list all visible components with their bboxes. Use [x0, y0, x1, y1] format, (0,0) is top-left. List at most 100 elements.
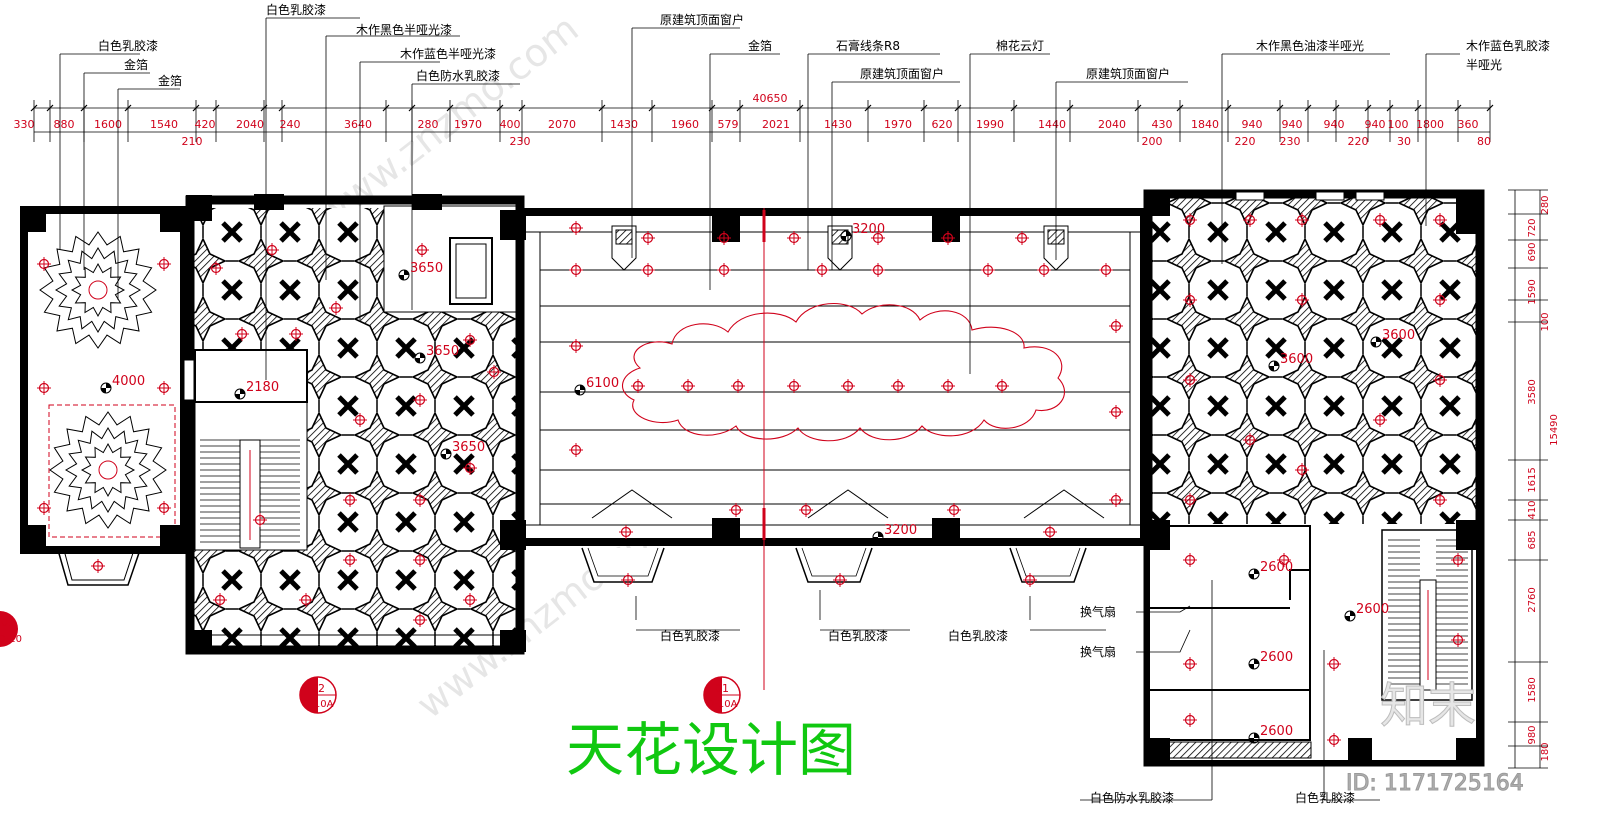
- ceiling-height: 6100: [586, 376, 619, 391]
- annotation-label: 白色防水乳胶漆: [416, 68, 500, 83]
- dimension-value: 880: [54, 118, 75, 131]
- dimension-value: 1970: [454, 118, 482, 131]
- dimension-value: 940: [1324, 118, 1345, 131]
- dimension-value: 1540: [150, 118, 178, 131]
- dimension-value: 690: [1527, 242, 1538, 261]
- star-medallion: [49, 411, 167, 529]
- dimension-value: 1600: [94, 118, 122, 131]
- ceiling-height: 2600: [1260, 650, 1293, 665]
- dimension-value: 1430: [824, 118, 852, 131]
- annotation-label: 换气扇: [1080, 604, 1116, 619]
- stair: [1388, 539, 1468, 691]
- dimension-value: 230: [1280, 135, 1301, 148]
- ceiling-height: 2600: [1356, 602, 1389, 617]
- ceiling-height: 4000: [112, 374, 145, 389]
- leader-lines: [59, 17, 1460, 801]
- ceiling-height: 3600: [1382, 328, 1415, 343]
- tiled-area-left: [185, 195, 525, 655]
- annotation-label: 金箔: [124, 57, 148, 72]
- annotation-label: 白色乳胶漆: [660, 628, 720, 643]
- dimension-value: 1590: [1527, 279, 1538, 304]
- ceiling-height: 3200: [852, 222, 885, 237]
- dimension-value: 420: [195, 118, 216, 131]
- top-dimension-chain: 40650 330 880 1600 1540 420 2040 240 3640 280 197…: [14, 92, 1494, 148]
- dimension-value: 430: [1152, 118, 1173, 131]
- annotation-label: 白色乳胶漆: [98, 38, 158, 53]
- dimension-value: 220: [1348, 135, 1369, 148]
- annotation-label: 木作黑色半哑光漆: [356, 23, 452, 37]
- dimension-value: 1615: [1527, 467, 1538, 492]
- annotation-label: 换气扇: [1080, 644, 1116, 659]
- dimension-value: 1580: [1527, 677, 1538, 702]
- dimension-value: 2760: [1527, 587, 1538, 612]
- dimension-value: 2040: [236, 118, 264, 131]
- dimension-value: 30: [1397, 135, 1411, 148]
- drawing-title: 天花设计图: [566, 716, 856, 784]
- dimension-value: 3580: [1527, 379, 1538, 404]
- ceiling-height: 3650: [410, 261, 443, 276]
- dimension-value: 210: [182, 135, 203, 148]
- dimension-value: 1960: [671, 118, 699, 131]
- section-marker-sheet: D-10: [0, 634, 22, 645]
- dimension-value: 280: [418, 118, 439, 131]
- dimension-value: 100: [1388, 118, 1409, 131]
- annotation-label: 木作黑色油漆半哑光: [1256, 39, 1364, 53]
- dimension-value: 720: [1527, 218, 1538, 237]
- annotation-label: 原建筑顶面窗户: [1086, 66, 1170, 81]
- annotation-label: 半哑光: [1466, 58, 1502, 72]
- right-dimension-chain: 15490 2807206901001590358016154106852760…: [1508, 189, 1560, 769]
- dimension-value: 80: [1477, 135, 1491, 148]
- annotation-label: 白色乳胶漆: [828, 628, 888, 643]
- dimension-value: 410: [1527, 500, 1538, 519]
- ceiling-height: 2600: [1260, 724, 1293, 739]
- dimension-value: 940: [1365, 118, 1386, 131]
- watermark-id: ID: 1171725164: [1346, 771, 1524, 796]
- annotation-label: 原建筑顶面窗户: [660, 12, 744, 27]
- dimension-value: 400: [500, 118, 521, 131]
- ceiling-height: 2600: [1260, 560, 1293, 575]
- dimension-value: 2070: [548, 118, 576, 131]
- dimension-value: 200: [1142, 135, 1163, 148]
- tiled-area-right: [1143, 189, 1485, 767]
- total-dimension: 40650: [753, 92, 788, 105]
- dimension-value: 240: [280, 118, 301, 131]
- ceiling-height: 3650: [452, 440, 485, 455]
- ceiling-height: 3650: [426, 344, 459, 359]
- dimension-value: 1990: [976, 118, 1004, 131]
- total-dimension-vertical: 15490: [1549, 414, 1560, 446]
- section-marker-sheet: D-10A: [707, 699, 738, 710]
- ceiling-height: 2180: [246, 380, 279, 395]
- dimension-value: 1800: [1416, 118, 1444, 131]
- dimension-value: 940: [1282, 118, 1303, 131]
- dimension-value: 940: [1242, 118, 1263, 131]
- annotation-label: 棉花云灯: [996, 38, 1044, 53]
- dimension-value: 180: [1540, 742, 1551, 761]
- annotation-label: 木作蓝色半哑光漆: [400, 47, 496, 61]
- dimension-value: 330: [14, 118, 35, 131]
- dimension-value: 1840: [1191, 118, 1219, 131]
- dimension-value: 220: [1235, 135, 1256, 148]
- annotation-label: 木作蓝色乳胶漆: [1466, 38, 1550, 53]
- ceiling-height: 3600: [1280, 352, 1313, 367]
- dimension-value: 980: [1527, 725, 1538, 744]
- dimension-value: 3640: [344, 118, 372, 131]
- section-marker: 01 D-10A: [703, 676, 741, 714]
- annotation-label: 原建筑顶面窗户: [860, 66, 944, 81]
- dimension-value: 1430: [610, 118, 638, 131]
- star-medallion: [39, 231, 157, 349]
- annotation-label: 白色乳胶漆: [266, 2, 326, 17]
- section-marker-number: 01: [1, 616, 15, 629]
- dimension-value: 1970: [884, 118, 912, 131]
- dimension-value: 230: [510, 135, 531, 148]
- annotation-label: 白色防水乳胶漆: [1090, 790, 1174, 805]
- watermark-logo: 知末: [1380, 678, 1476, 734]
- left-room: [20, 206, 188, 586]
- ceiling-heights: 4000 2180 3650 3650 3650 6100 3200 3200 …: [100, 222, 1415, 744]
- dimension-value: 685: [1527, 530, 1538, 549]
- section-marker-number: 02: [311, 682, 325, 695]
- section-marker: 01 D-10: [0, 611, 22, 647]
- dimension-value: 2021: [762, 118, 790, 131]
- annotation-label: 白色乳胶漆: [1295, 790, 1355, 805]
- dimension-value: 620: [932, 118, 953, 131]
